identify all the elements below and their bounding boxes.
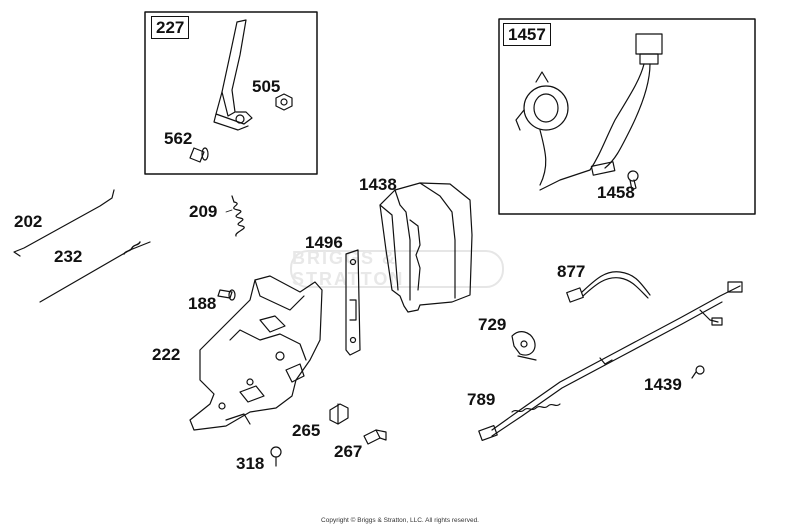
part-222-bracket <box>189 275 323 431</box>
inset-box-1457 <box>498 18 756 215</box>
box-label-1457: 1457 <box>503 23 551 46</box>
part-729-bracket <box>511 331 537 361</box>
part-202-rod <box>13 189 115 257</box>
label-877: 877 <box>557 262 586 281</box>
label-505: 505 <box>252 77 281 96</box>
label-202: 202 <box>14 212 43 231</box>
label-1439: 1439 <box>644 375 682 394</box>
part-265-clip <box>329 403 349 425</box>
part-1439-screw <box>691 365 705 379</box>
part-227-lever <box>213 19 253 131</box>
label-1438: 1438 <box>359 175 397 194</box>
copyright-text: Copyright © Briggs & Stratton, LLC. All … <box>321 517 479 524</box>
box-label-227: 227 <box>151 16 190 39</box>
part-789-harness <box>478 281 743 442</box>
part-209-spring <box>231 195 245 237</box>
label-1458: 1458 <box>597 183 635 202</box>
part-1458-screw <box>627 170 639 191</box>
label-1496: 1496 <box>305 233 343 252</box>
part-232-spring-rod <box>39 241 151 303</box>
watermark-logo: BRIGGS & STRATTON <box>290 248 504 289</box>
part-562-pin <box>189 147 209 163</box>
label-209: 209 <box>189 202 218 221</box>
label-789: 789 <box>467 390 496 409</box>
part-267-screw <box>363 429 387 445</box>
label-232: 232 <box>54 247 83 266</box>
inset-box-227 <box>144 11 318 175</box>
label-729: 729 <box>478 315 507 334</box>
part-1457-harness <box>515 33 663 191</box>
label-222: 222 <box>152 345 181 364</box>
label-267: 267 <box>334 442 363 461</box>
part-318-screw <box>270 446 282 467</box>
label-562: 562 <box>164 129 193 148</box>
part-505-nut <box>275 93 293 111</box>
label-318: 318 <box>236 454 265 473</box>
part-188-bolt <box>217 289 236 301</box>
label-265: 265 <box>292 421 321 440</box>
part-1496-plate <box>345 249 361 356</box>
part-1438-cover <box>379 182 473 313</box>
label-188: 188 <box>188 294 217 313</box>
part-877-sensor <box>566 271 651 303</box>
